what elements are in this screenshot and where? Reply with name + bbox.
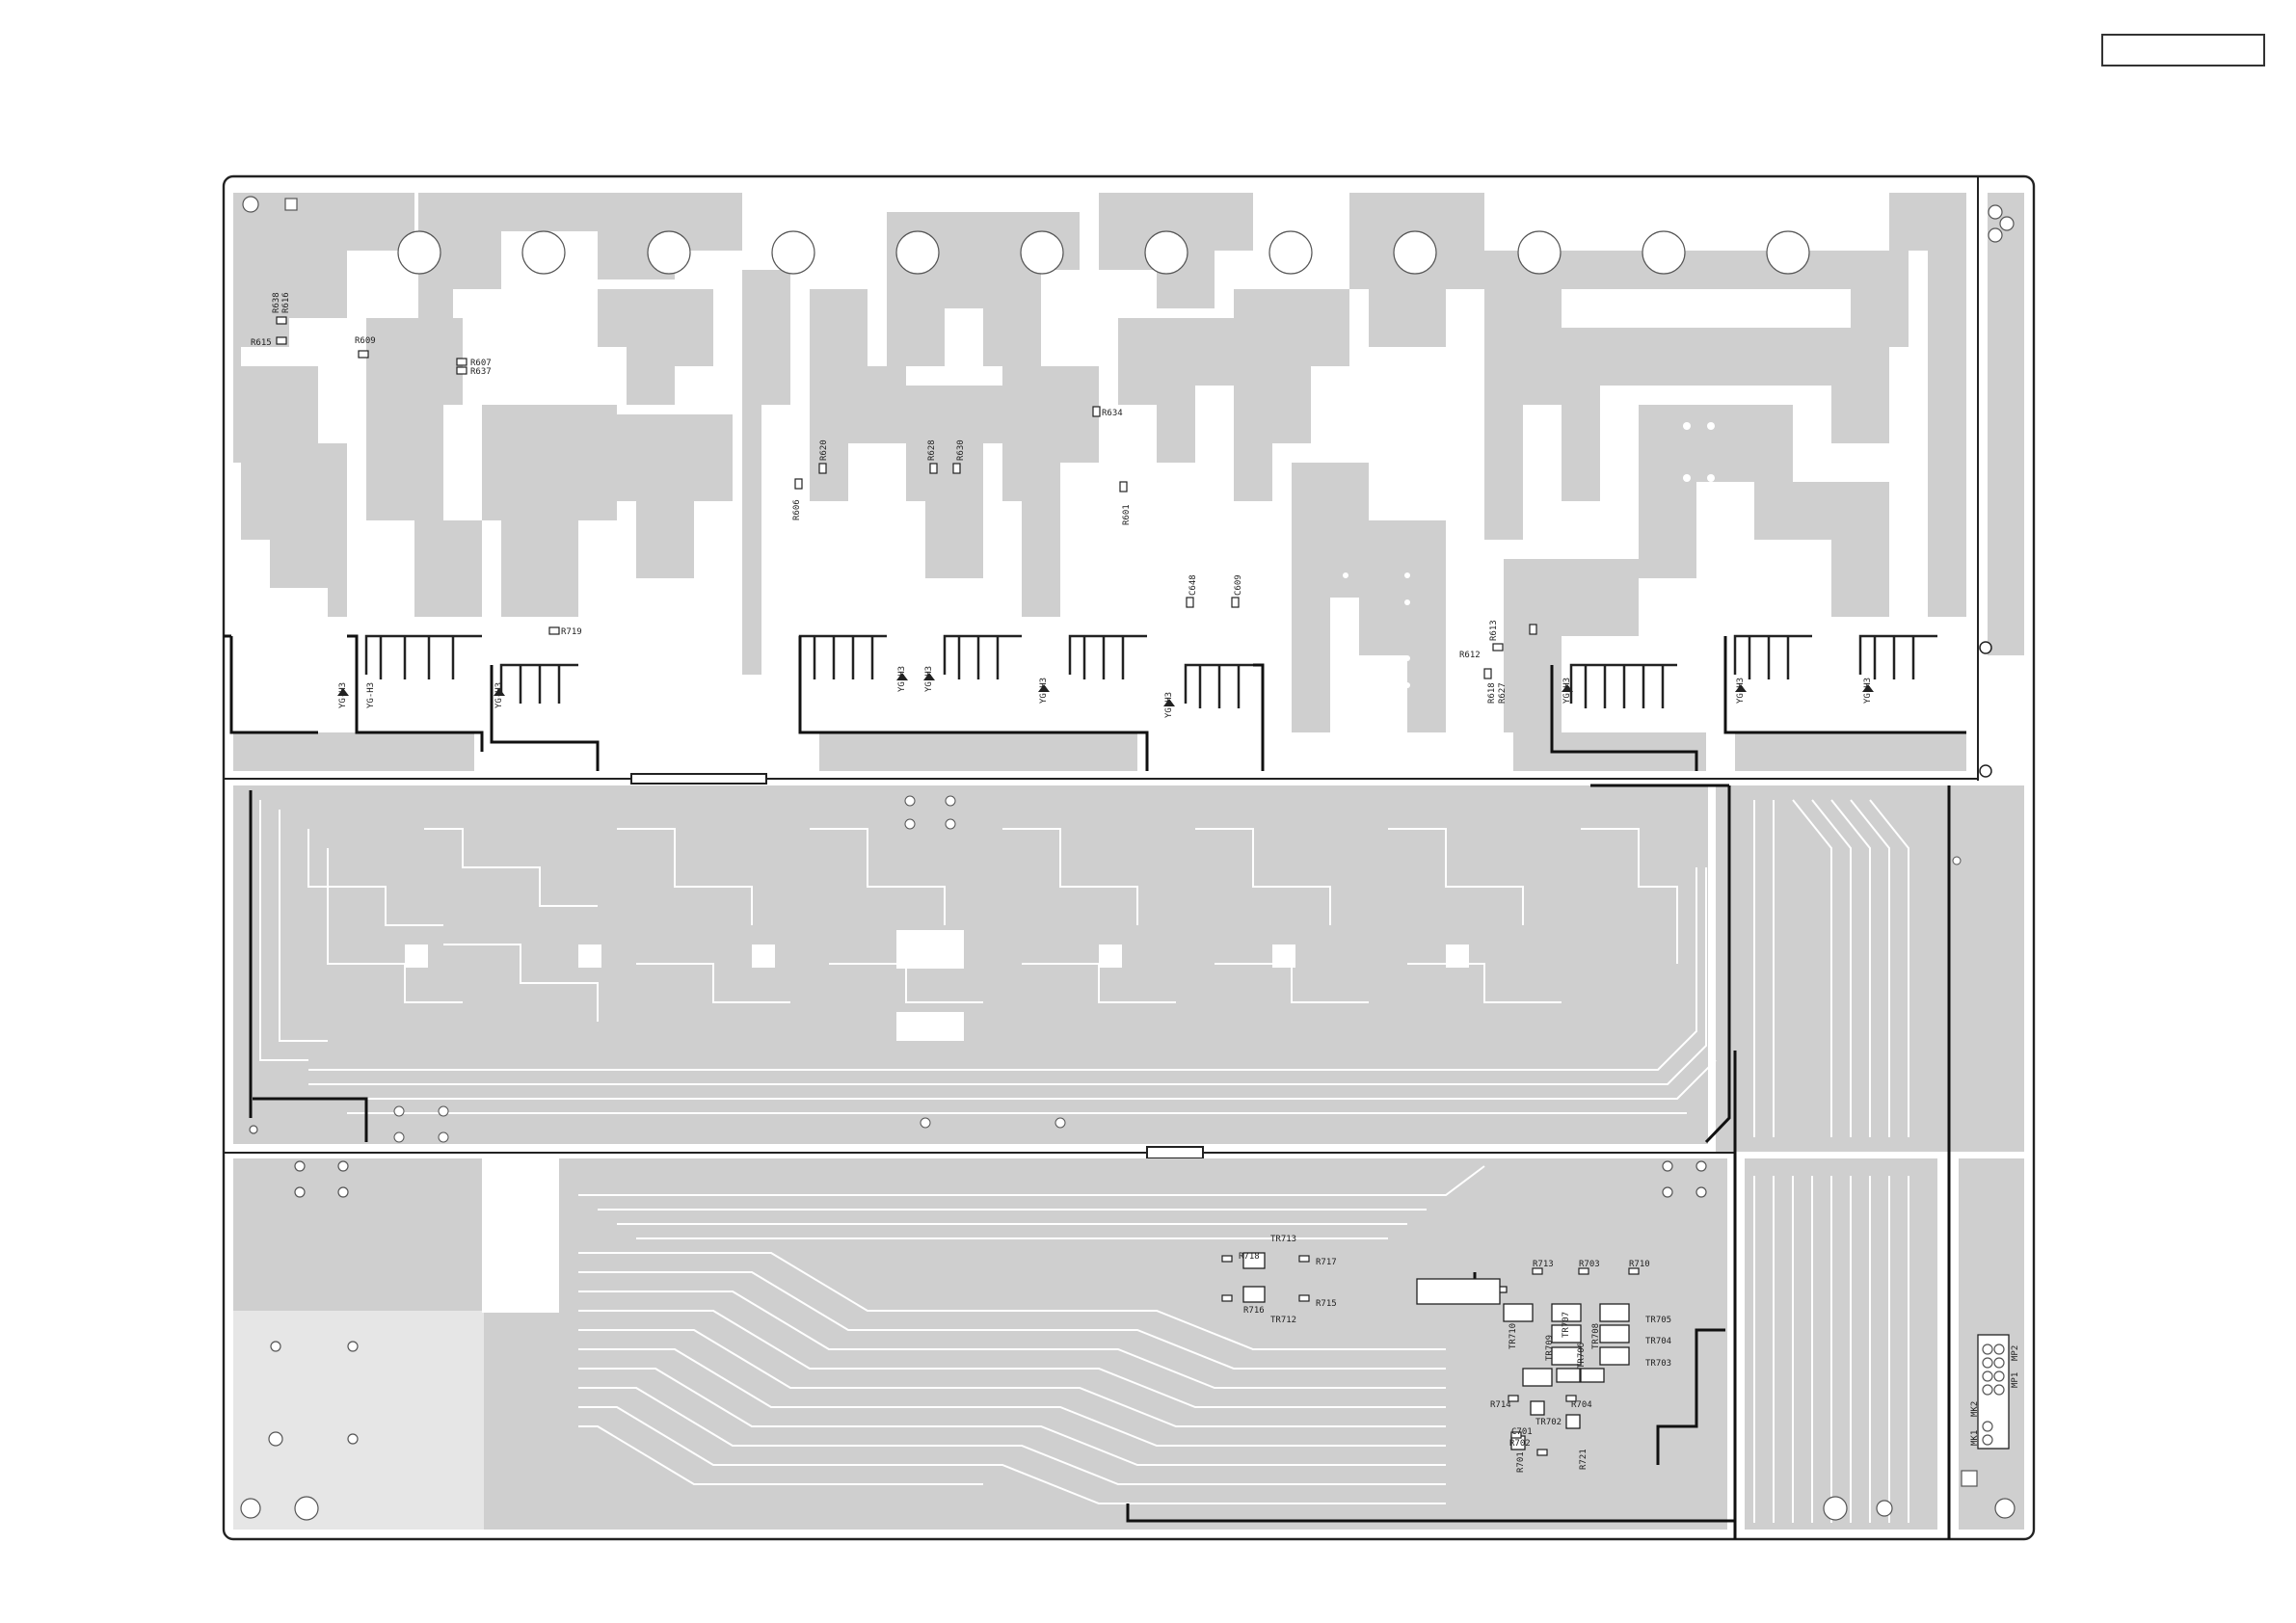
label-tr708: TR708 — [1591, 1323, 1601, 1349]
upper-resistors — [276, 316, 1537, 679]
mounting-holes-top — [242, 196, 2015, 275]
label-r721: R721 — [1579, 1449, 1589, 1470]
label-yg-h3-2: YG-H3 — [366, 682, 376, 708]
label-r719: R719 — [561, 627, 582, 637]
label-r616: R616 — [281, 292, 291, 313]
title-block-box — [2101, 34, 2265, 67]
label-r637: R637 — [470, 367, 492, 377]
label-r615: R615 — [251, 338, 272, 348]
vias-upper — [607, 422, 1992, 778]
label-r715: R715 — [1316, 1299, 1337, 1309]
label-tr709: TR709 — [1545, 1335, 1555, 1361]
label-r618: R618 — [1487, 682, 1497, 704]
label-r609: R609 — [355, 336, 376, 346]
label-tr712: TR712 — [1270, 1316, 1296, 1325]
label-c701: C701 — [1511, 1427, 1533, 1437]
label-r717: R717 — [1316, 1258, 1337, 1267]
label-r713: R713 — [1533, 1260, 1554, 1269]
label-r601: R601 — [1122, 504, 1132, 525]
board-outline — [222, 174, 2036, 1541]
label-r638: R638 — [272, 292, 281, 313]
small-resistors — [1221, 1255, 1640, 1456]
label-tr713: TR713 — [1270, 1235, 1296, 1244]
label-mk2: MK2 — [1970, 1401, 1980, 1417]
label-mp1: MP1 — [2011, 1372, 2020, 1388]
label-r716: R716 — [1243, 1306, 1265, 1316]
label-r718: R718 — [1239, 1252, 1260, 1262]
test-point-connector — [1977, 1334, 2010, 1450]
middle-control-section — [233, 784, 2024, 1539]
heatsink-fins — [240, 634, 1937, 708]
label-r704: R704 — [1571, 1400, 1592, 1410]
label-c648: C648 — [1188, 574, 1198, 596]
label-r606: R606 — [792, 499, 802, 520]
mounting-holes-bottom — [240, 1125, 2016, 1521]
label-c609: C609 — [1234, 574, 1243, 596]
label-r703: R703 — [1579, 1260, 1600, 1269]
label-mk1: MK1 — [1970, 1430, 1980, 1446]
label-tr705: TR705 — [1645, 1316, 1671, 1325]
label-r607: R607 — [470, 359, 492, 368]
label-tr707: TR707 — [1562, 1312, 1571, 1338]
label-r612: R612 — [1459, 651, 1481, 660]
vias-middle — [393, 795, 1962, 1143]
label-tr706: TR706 — [1577, 1343, 1587, 1369]
amp-channel-blocks — [405, 930, 1469, 1041]
label-tr704: TR704 — [1645, 1337, 1671, 1346]
label-r630: R630 — [956, 439, 966, 461]
label-r702: R702 — [1509, 1439, 1531, 1449]
transistor-cluster — [1242, 1252, 1630, 1450]
label-r613: R613 — [1489, 620, 1499, 641]
double-arrow-icon — [643, 745, 718, 770]
label-r627: R627 — [1498, 682, 1508, 704]
label-r714: R714 — [1490, 1400, 1511, 1410]
label-r701: R701 — [1516, 1451, 1526, 1473]
upper-power-section — [224, 193, 2024, 785]
label-mp2: MP2 — [2011, 1345, 2020, 1361]
label-r628: R628 — [927, 439, 937, 461]
label-tr702: TR702 — [1535, 1418, 1562, 1427]
lower-signal-section — [233, 1125, 2024, 1530]
label-tr703: TR703 — [1645, 1359, 1671, 1369]
label-r620: R620 — [819, 439, 829, 461]
label-tr710: TR710 — [1508, 1323, 1518, 1349]
orientation-markers — [337, 673, 1874, 706]
label-r634: R634 — [1102, 409, 1123, 418]
label-r710: R710 — [1629, 1260, 1650, 1269]
